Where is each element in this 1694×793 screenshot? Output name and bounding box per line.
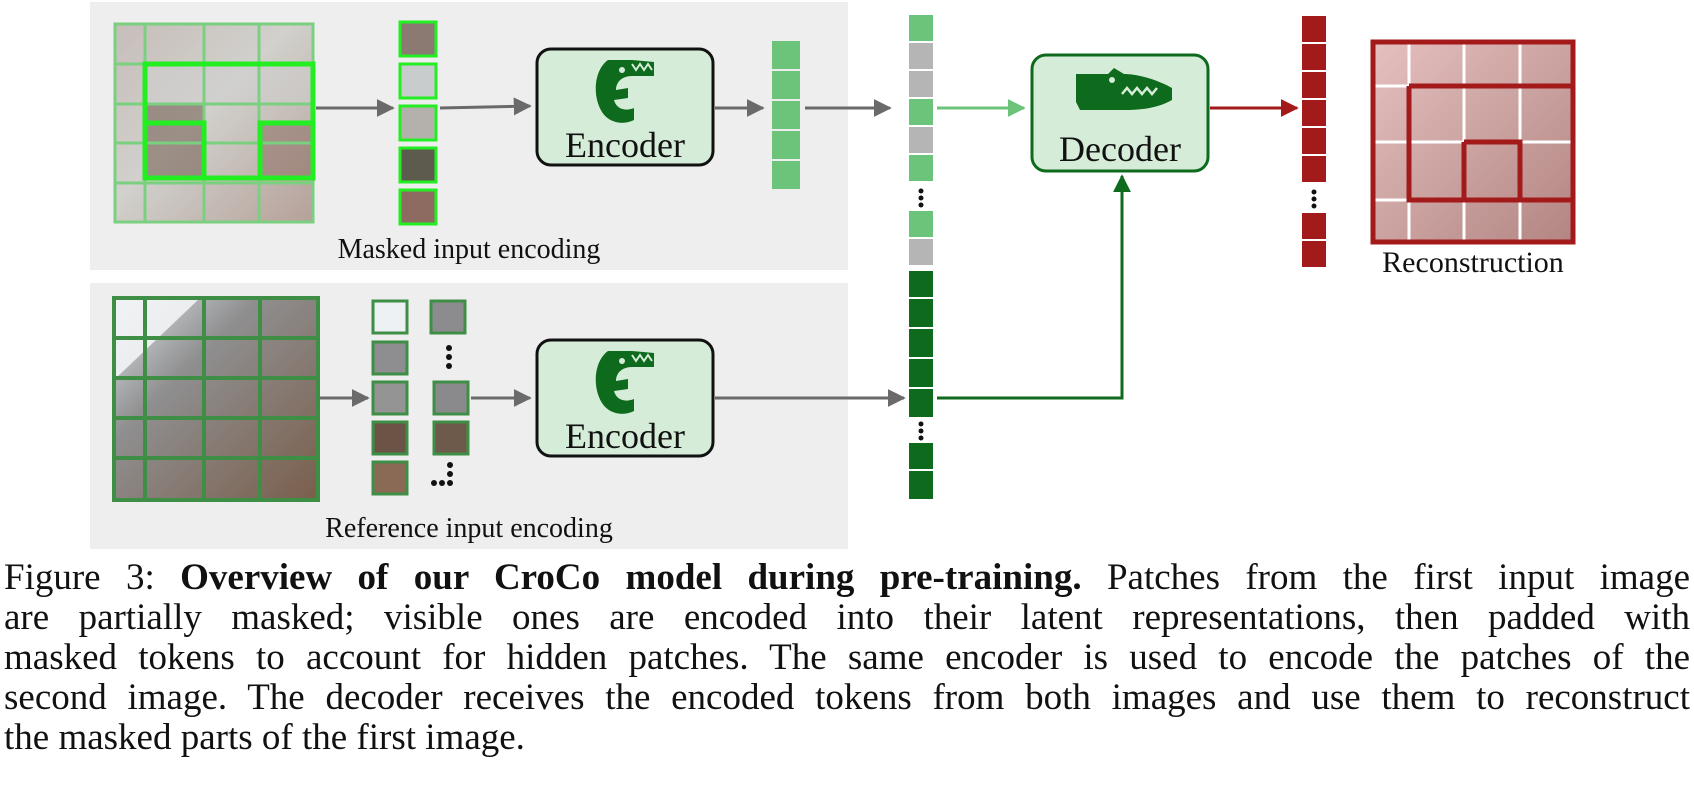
decoder-block: Decoder (1030, 53, 1210, 173)
caption-line3: masked tokens to account for hidden patc… (4, 637, 1690, 678)
reference-token (907, 387, 935, 419)
reference-patch (371, 460, 409, 496)
visible-patch (398, 62, 438, 100)
crocodile-head-side-icon (1076, 68, 1172, 110)
visible-patch (398, 146, 438, 184)
reference-patch (371, 420, 409, 456)
reference-input-image (112, 296, 320, 502)
reference-token (907, 441, 935, 471)
reference-token (907, 357, 935, 389)
mask-token (907, 69, 935, 99)
reference-token (907, 469, 935, 501)
croco-diagram: Encoder Masked input encoding (90, 2, 1576, 549)
arrow-patches-to-encoder (439, 97, 532, 116)
reconstruction-image (1370, 39, 1576, 245)
token-ellipsis (918, 188, 924, 441)
masked-input-image (113, 22, 316, 224)
masked-input-panel: Encoder Masked input encoding (90, 2, 848, 270)
output-token (1300, 211, 1328, 241)
caption-line4: second image. The decoder receives the e… (4, 677, 1690, 718)
reference-patch (432, 380, 470, 416)
output-token (1300, 126, 1328, 156)
reference-patch (371, 299, 409, 335)
crocodile-head-up-icon (595, 60, 654, 123)
latent-token (770, 159, 802, 191)
visible-token (907, 153, 935, 183)
reference-token (907, 269, 935, 299)
encoder-top-label: Encoder (565, 125, 685, 165)
latent-token (770, 69, 802, 101)
reference-token (907, 297, 935, 329)
arrow-reftokens-to-decoder (937, 174, 1131, 400)
caption-line2: are partially masked; visible ones are e… (4, 597, 1690, 638)
reference-patches (371, 299, 470, 496)
encoder-bottom-block: Encoder (535, 338, 715, 458)
figure-caption: Figure 3: Overview of our CroCo model du… (4, 558, 1690, 758)
visible-patch (398, 104, 438, 142)
visible-patch (398, 20, 438, 58)
mask-token (907, 237, 935, 267)
output-token (1300, 42, 1328, 72)
encoder-top-block: Encoder (535, 47, 715, 167)
visible-token (907, 13, 935, 43)
crocodile-head-up-icon (595, 351, 654, 414)
reference-panel-label: Reference input encoding (325, 513, 613, 544)
output-ellipsis (1311, 189, 1317, 209)
encoder-bottom-label: Encoder (565, 416, 685, 456)
decoder-label: Decoder (1059, 129, 1181, 169)
visible-patch (398, 188, 438, 226)
output-tokens (1300, 14, 1328, 269)
reference-input-panel: Encoder Reference input encoding (90, 283, 906, 549)
mask-token (907, 41, 935, 71)
output-token (1300, 239, 1328, 269)
latent-token (770, 99, 802, 131)
visible-patches-column (398, 20, 438, 226)
caption-line1: Patches from the first input image (1106, 557, 1691, 598)
visible-token (907, 209, 935, 239)
token-column (907, 13, 935, 501)
visible-token (907, 97, 935, 127)
output-token (1300, 14, 1328, 44)
caption-line5: the masked parts of the first image. (4, 717, 525, 758)
latent-token (770, 129, 802, 161)
ellipsis-dots (431, 345, 453, 486)
latent-token (770, 39, 802, 71)
reference-patch (371, 380, 409, 416)
encoded-latents-top (770, 39, 802, 191)
reference-patch (432, 420, 470, 456)
reference-patch (429, 299, 467, 335)
reference-patch (371, 340, 409, 376)
reconstruction-label: Reconstruction (1382, 246, 1564, 279)
caption-figure-number: Figure 3: (4, 557, 155, 598)
caption-title: Overview of our CroCo model during pre-t… (180, 557, 1082, 598)
masked-panel-label: Masked input encoding (338, 234, 601, 265)
output-token (1300, 154, 1328, 184)
mask-token (907, 125, 935, 155)
reference-token (907, 327, 935, 359)
output-token (1300, 70, 1328, 100)
output-token (1300, 98, 1328, 128)
